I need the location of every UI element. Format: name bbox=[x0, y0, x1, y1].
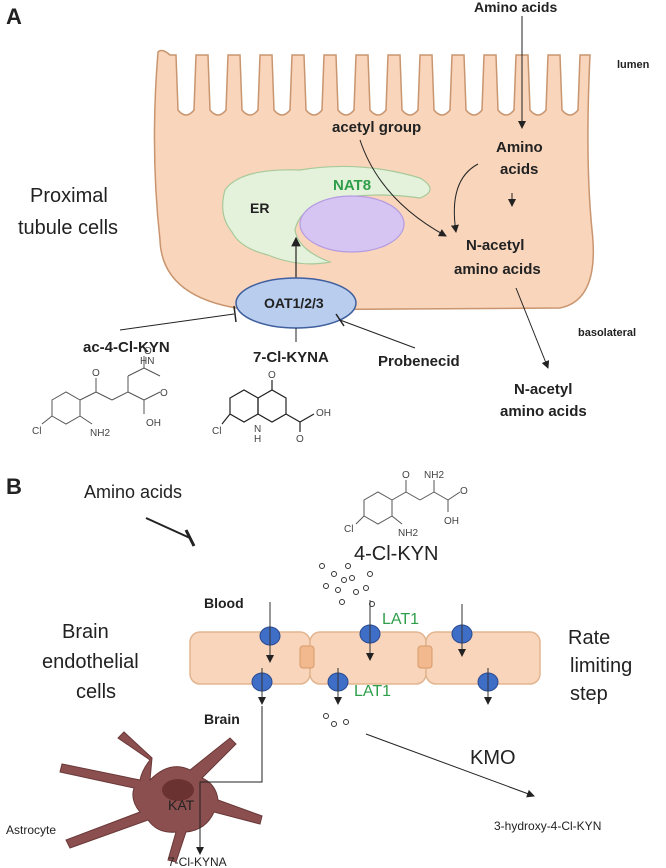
nucleus bbox=[299, 195, 405, 253]
chem-b3: N bbox=[254, 424, 261, 435]
kyna7cl-label-b: 7-Cl-KYNA bbox=[168, 855, 227, 868]
panel-b-letter: B bbox=[6, 474, 22, 499]
hydroxy-label: 3-hydroxy-4-Cl-KYN bbox=[494, 819, 601, 833]
panel-a-letter: A bbox=[6, 4, 22, 29]
chem-c4: O bbox=[460, 486, 468, 497]
amino-acids-mid-label-2: acids bbox=[500, 161, 538, 178]
kat-label: KAT bbox=[168, 797, 195, 813]
astrocyte-label: Astrocyte bbox=[6, 823, 56, 837]
lat1-bottom-label: LAT1 bbox=[354, 683, 391, 700]
proximal-label-1: Proximal bbox=[30, 185, 108, 207]
amino-inhibit-line bbox=[145, 517, 191, 539]
ac4clkyn-inhibit-bar bbox=[233, 305, 237, 323]
astrocyte bbox=[59, 731, 263, 863]
rate-label-1: Rate bbox=[568, 627, 610, 649]
chem-a6: O bbox=[160, 388, 168, 399]
probenecid-label: Probenecid bbox=[378, 353, 460, 370]
ac4clkyn-label: ac-4-Cl-KYN bbox=[83, 339, 170, 356]
chem-b5: O bbox=[296, 434, 304, 445]
endothelial-cell-1 bbox=[189, 631, 311, 685]
n-acetyl-out-label-2: amino acids bbox=[500, 403, 587, 420]
brain-label: Brain bbox=[204, 711, 240, 727]
kmo-label: KMO bbox=[470, 747, 516, 769]
kat-pathway-arrow bbox=[196, 706, 263, 855]
chem-c1: NH2 bbox=[424, 470, 444, 481]
brain-endo-label-3: cells bbox=[76, 681, 116, 703]
chem-c6: NH2 bbox=[398, 528, 418, 539]
probenecid-inhibit-bar bbox=[335, 313, 345, 327]
lat1-top-label: LAT1 bbox=[382, 611, 419, 628]
kyn4cl-label: 4-Cl-KYN bbox=[354, 543, 438, 565]
probenecid-inhibit-line bbox=[339, 319, 416, 349]
rate-label-2: limiting bbox=[570, 655, 632, 677]
amino-inhibit-bar bbox=[184, 529, 196, 547]
chem-b6: OH bbox=[316, 408, 331, 419]
oat-label: OAT1/2/3 bbox=[264, 295, 324, 311]
chem-c3: OH bbox=[444, 516, 459, 527]
tight-junction-2 bbox=[417, 645, 433, 669]
chem-c2: O bbox=[402, 470, 410, 481]
amino-acids-top-label: Amino acids bbox=[474, 0, 557, 15]
chem-c5: Cl bbox=[344, 524, 353, 535]
brain-endo-label-1: Brain bbox=[62, 621, 109, 643]
rate-label-3: step bbox=[570, 683, 608, 705]
lumen-label: lumen bbox=[617, 59, 650, 71]
ac4clkyn-inhibit-line bbox=[119, 313, 235, 331]
amino-arrow bbox=[450, 163, 479, 233]
nat8-label: NAT8 bbox=[333, 177, 371, 194]
chem-b4: H bbox=[254, 434, 261, 445]
chem-a2: O bbox=[144, 346, 152, 357]
brain-endo-label-2: endothelial bbox=[42, 651, 139, 673]
tight-junction-1 bbox=[299, 645, 315, 669]
chem-b1: O bbox=[268, 370, 276, 381]
basolateral-label: basolateral bbox=[578, 327, 636, 339]
amino-acids-b-label: Amino acids bbox=[84, 482, 182, 502]
transport-arrows bbox=[258, 600, 492, 705]
kmo-arrow bbox=[365, 733, 535, 798]
astrocyte-nucleus bbox=[162, 779, 194, 801]
chem-a5: OH bbox=[146, 418, 161, 429]
kyna7cl-structure bbox=[221, 380, 315, 432]
n-acetyl-in-label-2: amino acids bbox=[454, 261, 541, 278]
chem-a1: HN bbox=[140, 356, 154, 367]
blood-label: Blood bbox=[204, 595, 244, 611]
n-acetyl-out-label-1: N-acetyl bbox=[514, 381, 572, 398]
acetyl-arrow bbox=[359, 139, 447, 237]
ac4clkyn-structure bbox=[41, 356, 161, 425]
n-acetyl-in-label-1: N-acetyl bbox=[466, 237, 524, 254]
chem-a4: NH2 bbox=[90, 428, 110, 439]
chem-a7: O bbox=[92, 368, 100, 379]
kyna7cl-label-a: 7-Cl-KYNA bbox=[253, 349, 329, 366]
kyn4cl-structure bbox=[355, 480, 461, 525]
proximal-label-2: tubule cells bbox=[18, 217, 118, 239]
efflux-arrow bbox=[515, 287, 550, 369]
er-label: ER bbox=[250, 200, 269, 216]
chem-a3: Cl bbox=[32, 426, 41, 437]
chem-b2: Cl bbox=[212, 426, 221, 437]
acetyl-group-label: acetyl group bbox=[332, 119, 421, 136]
amino-acids-mid-label-1: Amino bbox=[496, 139, 543, 156]
